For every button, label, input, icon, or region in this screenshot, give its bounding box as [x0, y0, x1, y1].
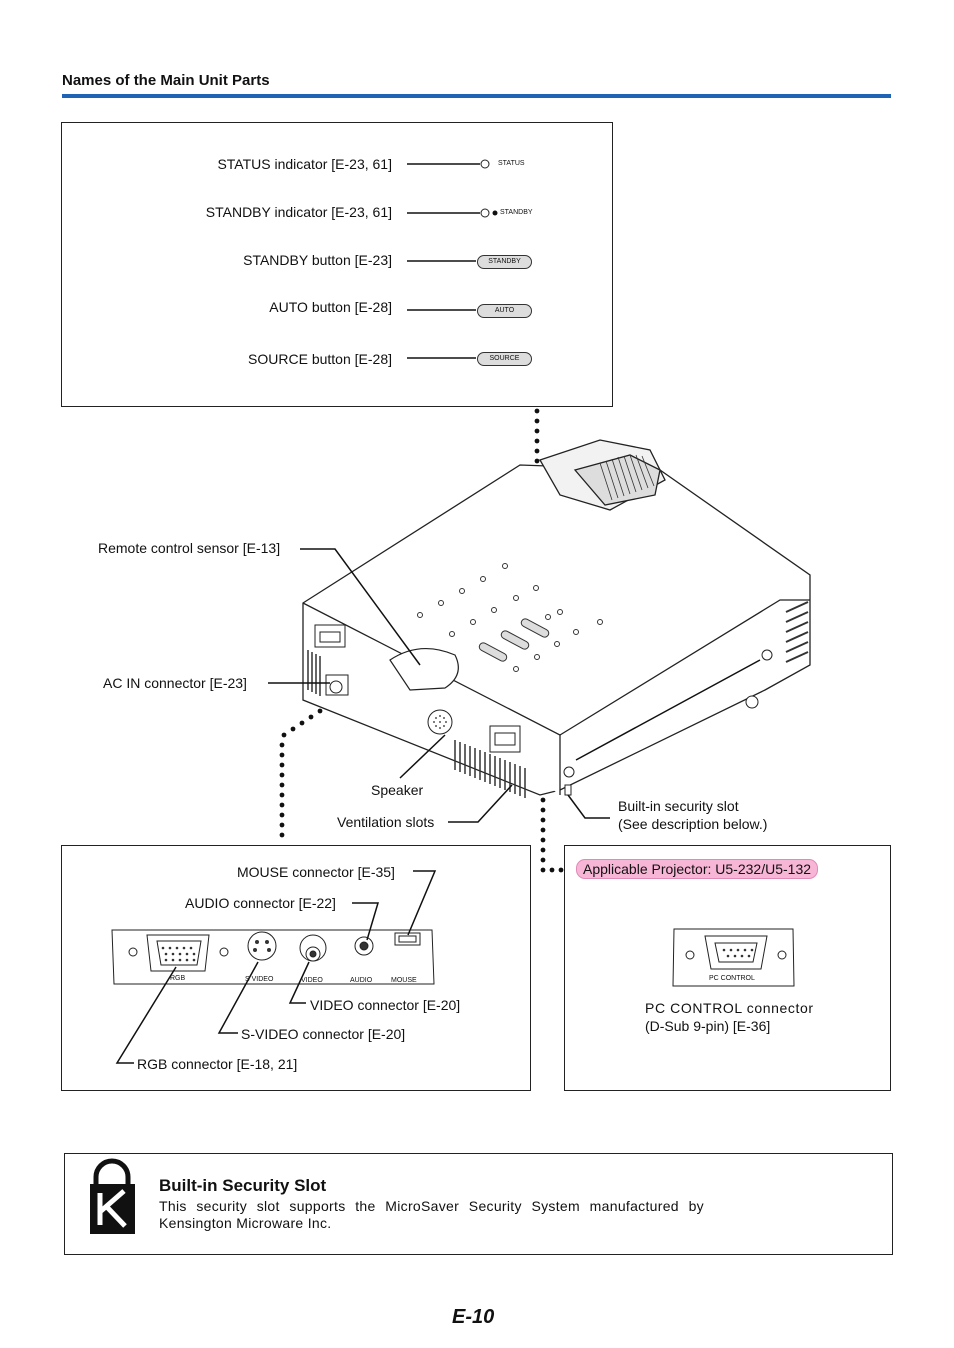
security-box [64, 1153, 893, 1255]
auto-button[interactable]: AUTO [477, 304, 532, 318]
pc-control-spec: (D-Sub 9-pin) [E-36] [645, 1018, 771, 1034]
standby-button[interactable]: STANDBY [477, 255, 532, 269]
video-connector-label: VIDEO connector [E-20] [310, 997, 461, 1013]
standby-indicator-label: STANDBY indicator [E-23, 61] [205, 204, 392, 220]
title-rule [62, 94, 891, 98]
pc-control-label: PC CONTROL connector [645, 1000, 814, 1016]
mouse-port-label: MOUSE [391, 977, 417, 984]
standby-button-label: STANDBY button [E-23] [243, 252, 392, 268]
audio-connector-label: AUDIO connector [E-22] [185, 895, 336, 911]
source-button[interactable]: SOURCE [477, 352, 532, 366]
security-slot-note: (See description below.) [618, 816, 768, 832]
status-marking: STATUS [498, 160, 525, 167]
mouse-connector-label: MOUSE connector [E-35] [237, 864, 395, 880]
auto-button-label: AUTO button [E-28] [269, 299, 392, 315]
svideo-port-label: S VIDEO [245, 976, 274, 983]
ac-in-label: AC IN connector [E-23] [103, 675, 247, 691]
rgb-connector-label: RGB connector [E-18, 21] [137, 1056, 298, 1072]
standby-marking: STANDBY [500, 209, 533, 216]
speaker-label: Speaker [371, 782, 424, 798]
video-port-label: VIDEO [301, 977, 323, 984]
rgb-port-label: RGB [170, 975, 186, 982]
audio-port-label: AUDIO [350, 977, 373, 984]
source-button-label: SOURCE button [E-28] [248, 351, 392, 367]
pc-control-port-label: PC CONTROL [709, 975, 755, 982]
security-slot-label: Built-in security slot [618, 798, 739, 814]
vent-slots-label: Ventilation slots [337, 814, 435, 830]
page-number: E-10 [452, 1306, 495, 1328]
section-title: Names of the Main Unit Parts [62, 72, 270, 89]
security-text: This security slot supports the MicroSav… [159, 1198, 704, 1231]
status-indicator-label: STATUS indicator [E-23, 61] [217, 156, 392, 172]
security-heading: Built-in Security Slot [159, 1176, 327, 1195]
remote-sensor-label: Remote control sensor [E-13] [98, 540, 281, 556]
applicable-projector-badge: Applicable Projector: U5-232/U5-132 [576, 859, 819, 879]
svideo-connector-label: S-VIDEO connector [E-20] [241, 1026, 406, 1042]
